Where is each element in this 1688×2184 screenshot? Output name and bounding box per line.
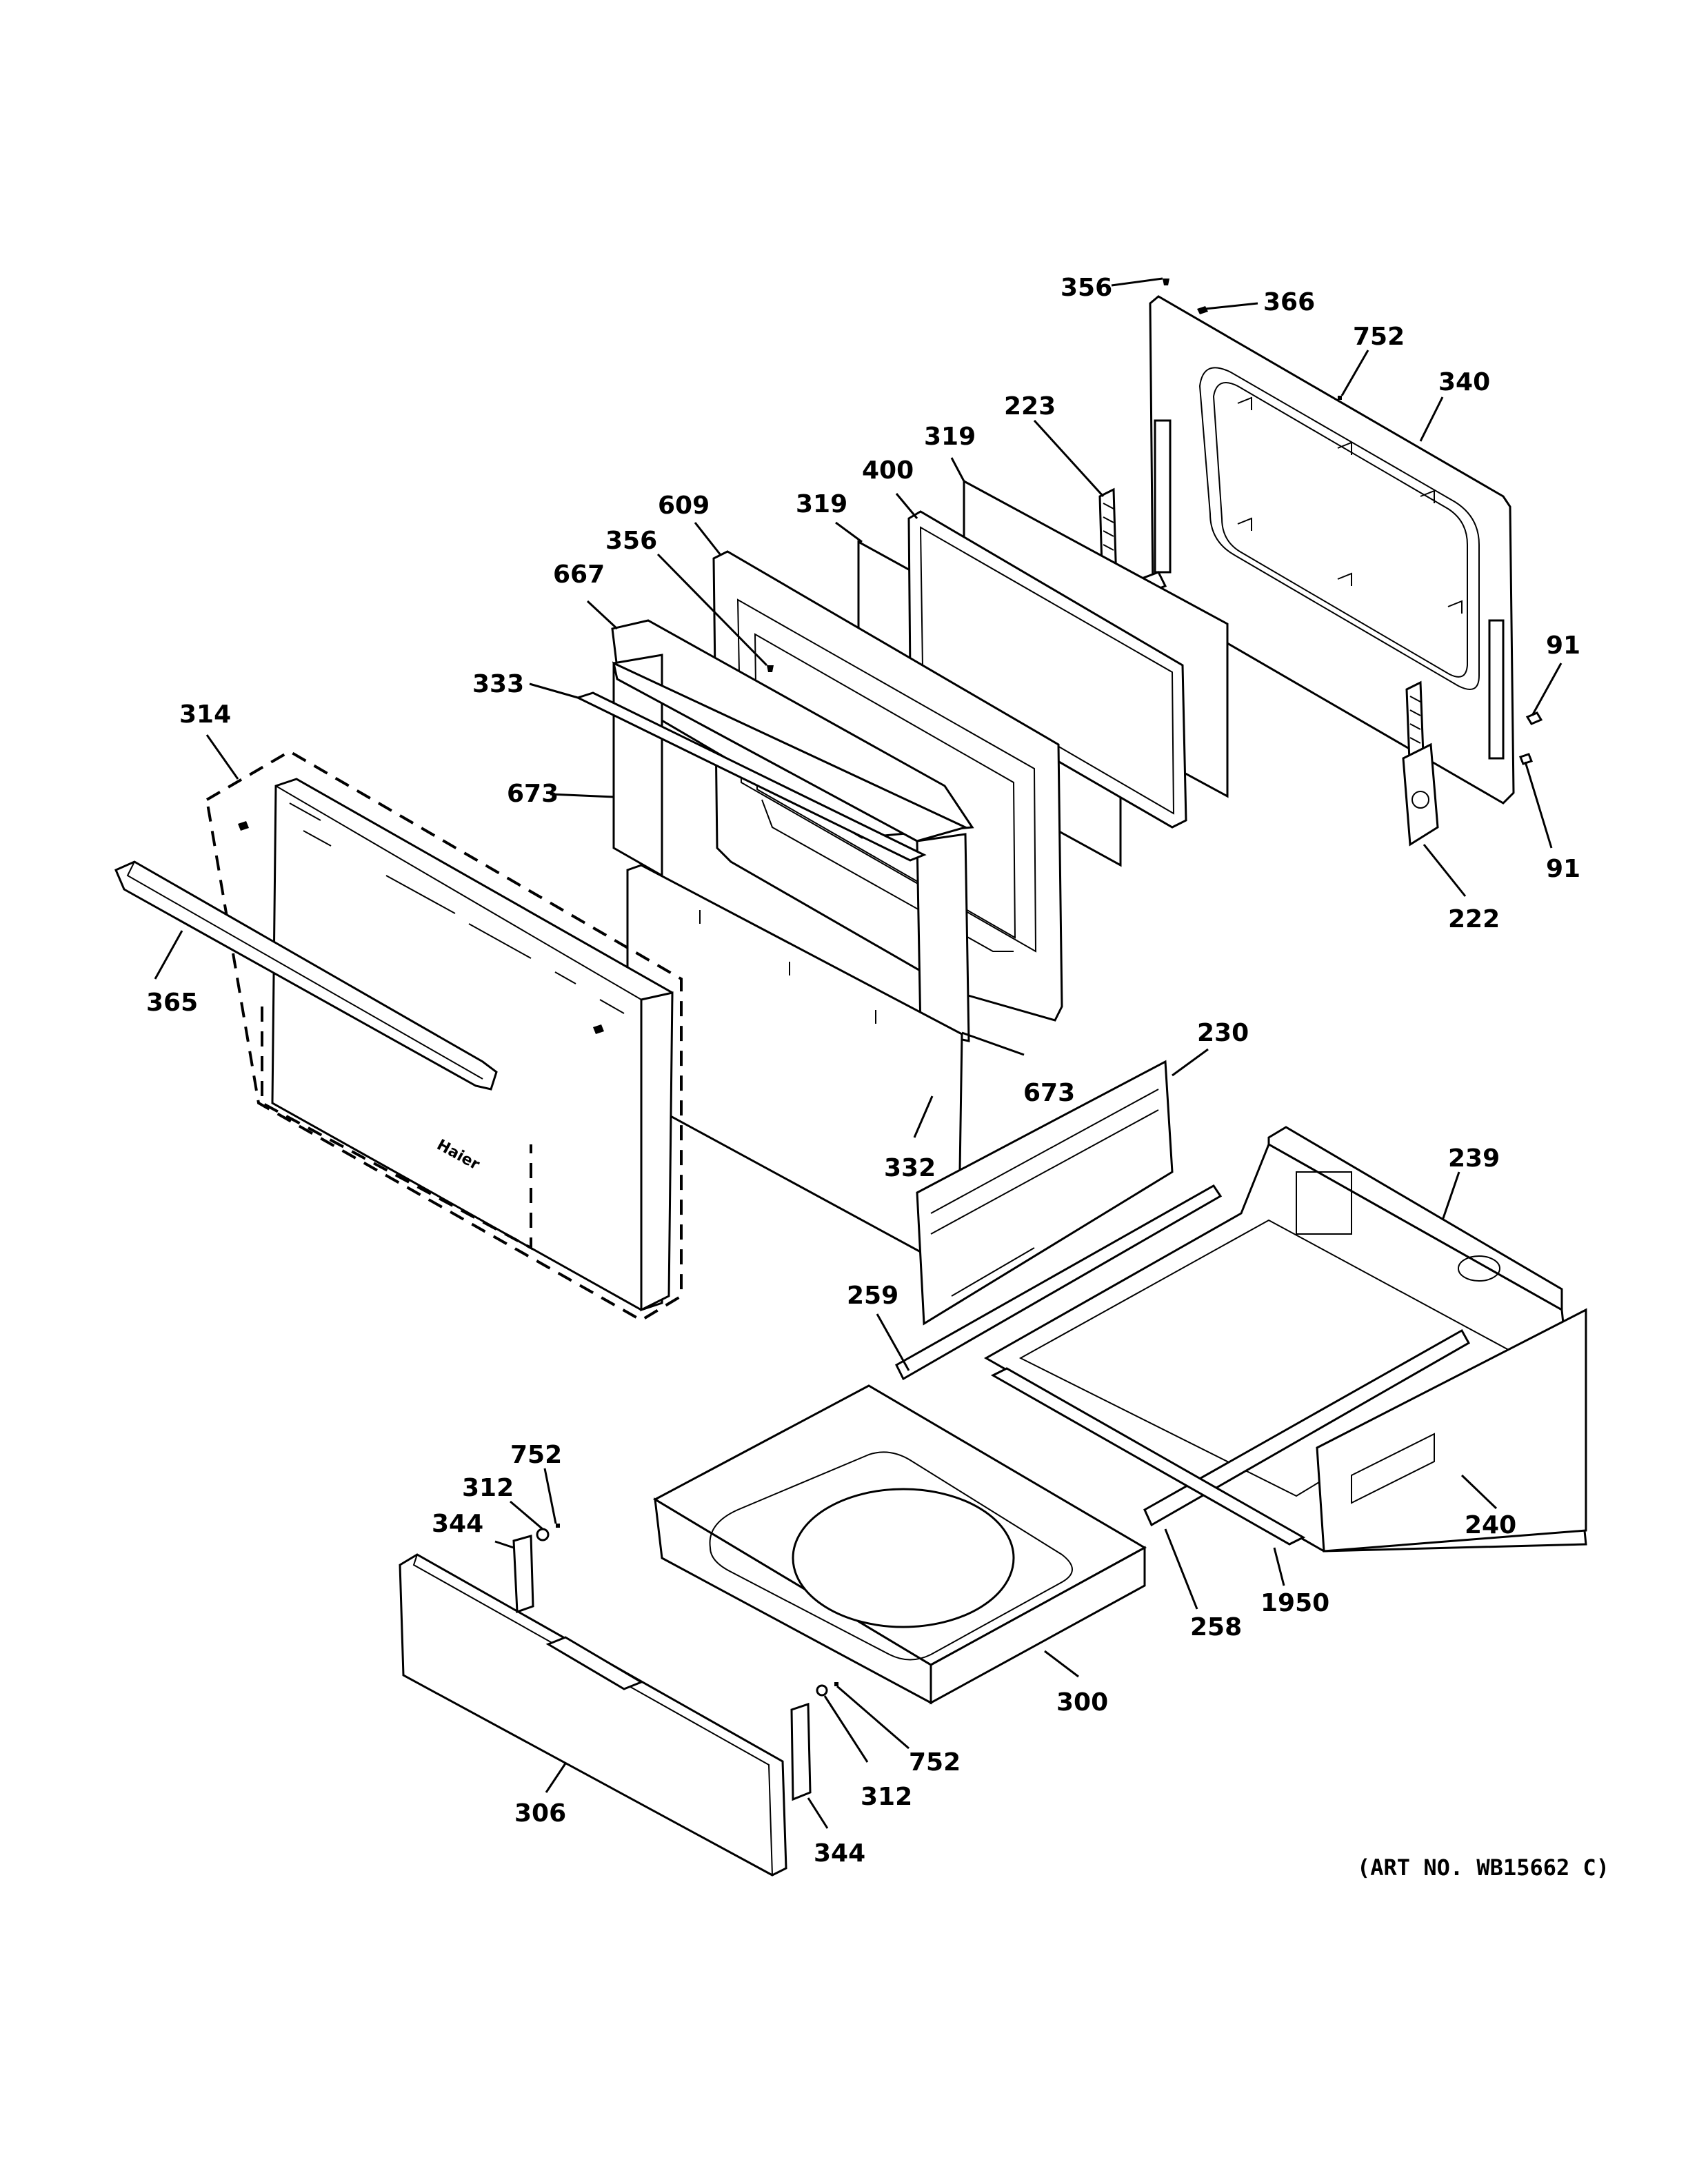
callout-240: 240 — [1465, 1511, 1516, 1539]
clip-752b — [556, 1524, 560, 1528]
bumper-91a — [1525, 711, 1543, 725]
callout-319-left: 319 — [796, 490, 847, 518]
callout-259: 259 — [847, 1282, 898, 1310]
callout-332: 332 — [884, 1154, 936, 1182]
drawer-bracket-344b — [790, 1702, 812, 1801]
clip-752c — [834, 1682, 838, 1686]
chassis-side-240 — [1316, 1308, 1587, 1553]
callout-667: 667 — [553, 560, 605, 589]
callout-365: 365 — [146, 989, 198, 1017]
drawer-slide-258 — [1143, 1328, 1471, 1527]
bumper-91b — [1519, 753, 1533, 765]
screw-366 — [1197, 306, 1208, 314]
callout-333: 333 — [472, 670, 524, 698]
screw-356b — [767, 665, 774, 672]
drawer-bracket-344a — [512, 1535, 534, 1614]
callout-356-top: 356 — [1061, 274, 1112, 302]
callout-314: 314 — [179, 700, 231, 729]
callout-752-left: 752 — [510, 1441, 562, 1469]
callout-258: 258 — [1190, 1613, 1242, 1641]
drawer-front-306 — [399, 1553, 787, 1877]
callout-752-top: 752 — [1353, 323, 1405, 351]
callout-319-right: 319 — [924, 423, 976, 451]
callout-1950: 1950 — [1260, 1589, 1329, 1617]
bumper-312a — [536, 1528, 550, 1541]
chassis-side-230 — [916, 1060, 1174, 1326]
baffle-333 — [574, 691, 927, 862]
callout-312-left: 312 — [462, 1474, 514, 1502]
callout-340: 340 — [1438, 368, 1490, 396]
drawer-slide-259 — [895, 1184, 1223, 1381]
outer-door-frame-340 — [1149, 295, 1515, 805]
callout-673-lower: 673 — [1023, 1079, 1075, 1107]
callout-223: 223 — [1004, 392, 1056, 421]
callout-230: 230 — [1197, 1019, 1249, 1047]
bumper-312b — [816, 1684, 828, 1697]
callout-366: 366 — [1263, 288, 1315, 316]
callout-609: 609 — [658, 492, 710, 520]
callout-300: 300 — [1056, 1688, 1108, 1717]
callout-312-right: 312 — [861, 1783, 912, 1811]
outer-door-panel-314: Haier — [205, 749, 683, 1322]
art-number: (ART NO. WB15662 C) — [1357, 1854, 1609, 1881]
clip-752a — [1338, 396, 1342, 400]
callout-344-left: 344 — [432, 1510, 483, 1538]
callout-673-upper: 673 — [507, 780, 559, 808]
callout-91-lower: 91 — [1546, 855, 1580, 883]
callout-356-mid: 356 — [605, 527, 657, 555]
callout-752-right: 752 — [909, 1748, 961, 1777]
screw-356a — [1163, 279, 1169, 285]
callout-222: 222 — [1448, 905, 1500, 933]
callout-91-upper: 91 — [1546, 631, 1580, 660]
callout-239: 239 — [1448, 1144, 1500, 1173]
leader-lines — [154, 277, 1563, 1829]
door-handle-365 — [114, 860, 498, 1091]
callout-labels: 356 366 752 340 223 319 400 319 609 356 … — [146, 274, 1580, 1868]
rail-1950 — [990, 1367, 1306, 1546]
callout-306: 306 — [514, 1799, 566, 1828]
callout-400: 400 — [862, 456, 914, 485]
callout-344-right: 344 — [814, 1839, 865, 1868]
drawer-box-300 — [652, 1384, 1147, 1705]
hinge-222 — [1402, 680, 1439, 847]
